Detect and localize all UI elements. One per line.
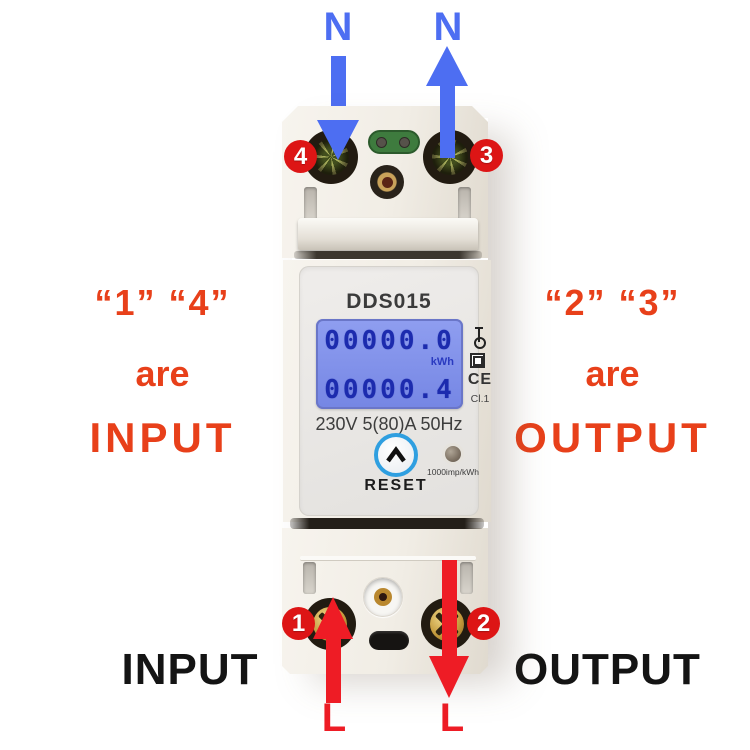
arrow-shaft — [440, 84, 455, 158]
right-note-verb: are — [585, 353, 640, 394]
housing-slot — [303, 562, 316, 594]
housing-ridge — [300, 556, 476, 561]
terminal-badge-2: 2 — [467, 607, 500, 640]
seal-dot — [381, 176, 393, 188]
double-insulation-icon — [470, 353, 485, 368]
housing-gap-line — [294, 251, 482, 259]
seal-dot — [379, 593, 387, 601]
terminal-badge-3: 3 — [470, 139, 503, 172]
pulse-led-icon — [445, 446, 461, 462]
seal-hole-bottom — [363, 577, 403, 617]
left-note-verb: are — [135, 353, 190, 394]
housing-slot — [304, 187, 317, 221]
ratings-text: 230V 5(80)A 50Hz — [315, 414, 463, 434]
lcd-energy-row: 00000.0 — [324, 326, 455, 356]
pcb-screw-icon — [376, 137, 387, 148]
terminal-cover-ledge — [298, 218, 478, 250]
mounting-slot — [369, 631, 409, 650]
model-number: DDS015 — [346, 290, 432, 313]
right-note-role: OUTPUT — [514, 414, 711, 461]
housing-gap-bar — [290, 518, 484, 529]
line-label-left: L — [321, 696, 347, 740]
pcb-screw-icon — [399, 137, 410, 148]
right-note-terminals: “2” “3” — [544, 282, 681, 323]
reset-label: RESET — [364, 477, 428, 494]
left-note-terminals: “1” “4” — [94, 282, 231, 323]
pulse-constant-label: 1000imp/kWh — [427, 467, 479, 477]
neutral-label-right: N — [433, 5, 463, 49]
reset-button — [374, 433, 418, 477]
arrow-shaft — [442, 560, 457, 658]
housing-slot — [460, 562, 473, 594]
seal-ring — [374, 588, 392, 606]
arrow-head-down-icon — [317, 120, 359, 160]
seal-key-icon — [472, 326, 486, 349]
housing-slot — [458, 187, 471, 221]
neutral-label-left: N — [323, 5, 353, 49]
lcd-display — [316, 319, 463, 409]
lcd-secondary-row: 00000.4 — [324, 375, 455, 405]
left-note-role: INPUT — [89, 414, 236, 461]
lcd-unit-label: kWh — [430, 356, 454, 368]
terminal-badge-1: 1 — [282, 607, 315, 640]
seal-hole-top — [370, 165, 404, 199]
line-label-right: L — [439, 696, 465, 740]
arrow-head-down-icon — [429, 656, 469, 698]
pcb-window — [368, 130, 420, 154]
arrow-head-up-icon — [313, 597, 353, 639]
ce-mark: CE — [467, 371, 493, 388]
arrow-head-up-icon — [426, 46, 468, 86]
accuracy-class-label: Cl.1 — [470, 393, 490, 405]
input-wire-label: INPUT — [121, 645, 259, 694]
output-wire-label: OUTPUT — [514, 645, 701, 694]
arrow-shaft — [331, 56, 346, 122]
terminal-badge-4: 4 — [284, 140, 317, 173]
chevron-up-icon — [386, 446, 406, 463]
arrow-shaft — [326, 637, 341, 703]
